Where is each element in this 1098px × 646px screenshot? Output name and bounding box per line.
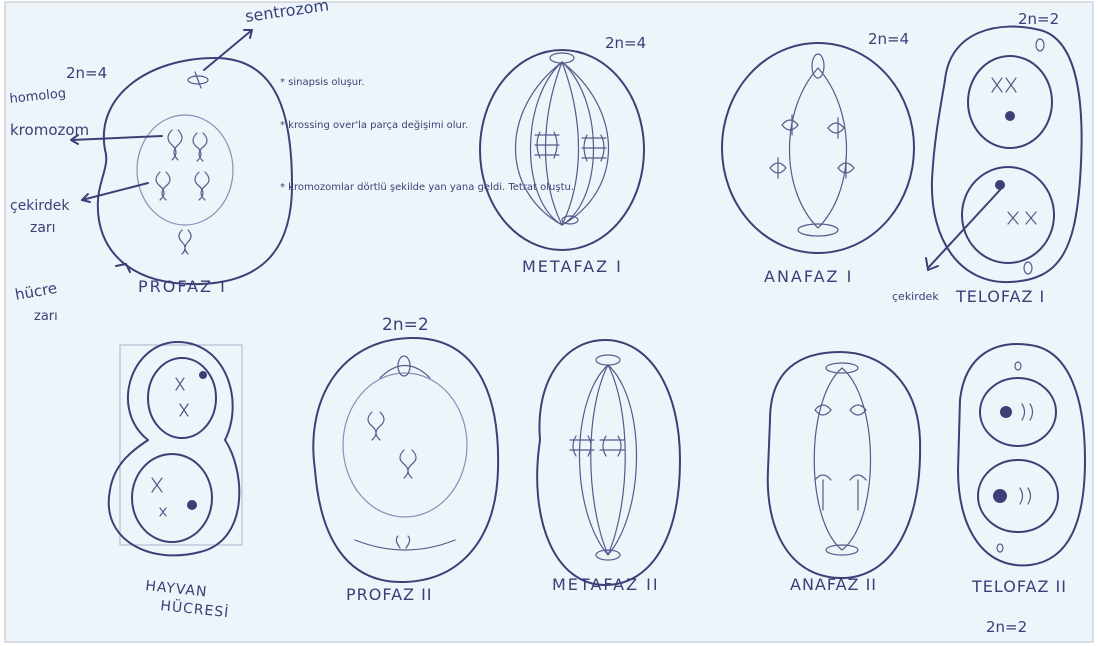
paper <box>5 2 1093 642</box>
note-2: * krossing over'la parça değişimi olur. <box>280 119 468 131</box>
label-kromozom: kromozom <box>10 121 89 139</box>
label-telofaz2-ploidy: 2n=2 <box>986 618 1027 636</box>
nucleolus <box>1005 111 1015 121</box>
label-profaz2-ploidy: 2n=2 <box>382 315 429 335</box>
label-cekirdek: çekirdek <box>10 198 70 214</box>
note-3: * kromozomlar dörtlü şekilde yan yana ge… <box>280 182 574 193</box>
label-metafaz1: METAFAZ I <box>522 257 623 276</box>
note-1: * sinapsis oluşur. <box>280 77 365 88</box>
label-telofaz2: TELOFAZ II <box>971 577 1067 596</box>
label-hucre-zari: zarı <box>34 309 58 324</box>
label-profaz1-ploidy: 2n=4 <box>66 64 107 82</box>
label-metafaz2: METAFAZ II <box>552 575 660 594</box>
label-anafaz1: ANAFAZ I <box>764 267 853 286</box>
nucleolus <box>995 180 1005 190</box>
label-telofaz1-ploidy: 2n=2 <box>1018 10 1059 28</box>
label-zari: zarı <box>30 220 56 236</box>
label-anafaz2: ANAFAZ II <box>790 575 877 594</box>
label-profaz2: PROFAZ II <box>346 585 433 604</box>
label-telofaz1: TELOFAZ I <box>955 287 1045 306</box>
label-metafaz1-ploidy: 2n=4 <box>605 34 646 52</box>
label-profaz1: PROFAZ I <box>138 277 227 296</box>
label-cekirdek-telofaz: çekirdek <box>892 290 939 303</box>
label-anafaz1-ploidy: 2n=4 <box>868 30 909 48</box>
